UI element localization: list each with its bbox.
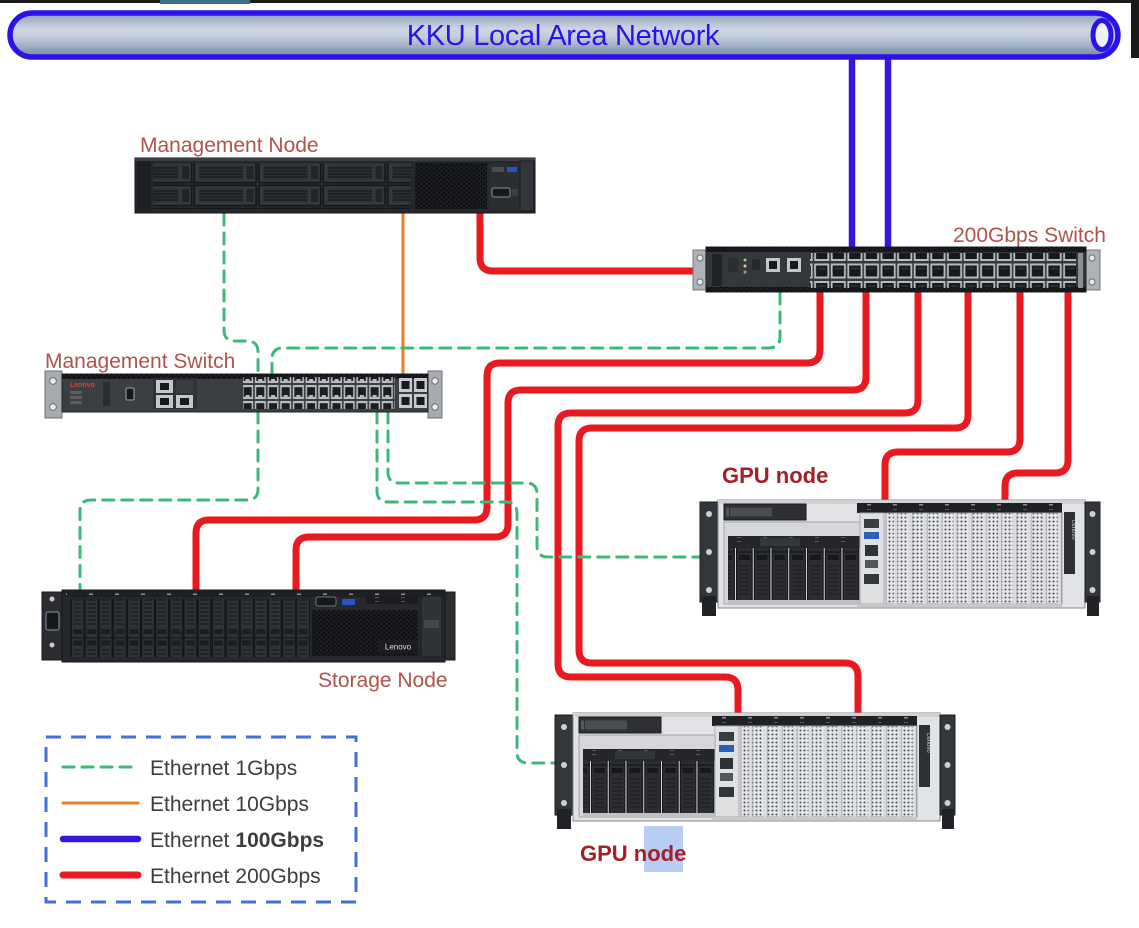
legend-border xyxy=(44,735,358,904)
gpu-node-top-label: GPU node xyxy=(722,463,828,488)
switch-200g-device xyxy=(692,246,1101,293)
gpu-node-top-device xyxy=(699,499,1101,617)
management-switch-logo: Lenovo xyxy=(70,382,95,389)
link-200gswitch-mgmtswitch-1g xyxy=(270,291,782,378)
storage-node-label: Storage Node xyxy=(318,669,448,692)
management-switch-sfp-ports xyxy=(399,378,427,408)
link-200gswitch-gpubottom-200g-2 xyxy=(575,288,972,724)
storage-front-vga xyxy=(315,596,337,607)
storage-brand-text: Lenovo xyxy=(385,643,412,652)
management-switch-rj45-ports xyxy=(243,377,395,409)
lan-cylinder: KKU Local Area Network xyxy=(7,10,1121,60)
right-edge-artifact xyxy=(1131,0,1139,58)
gpu-node-bottom-label: GPU node xyxy=(580,841,686,866)
management-switch-label: Management Switch xyxy=(45,350,235,373)
storage-drive-bays xyxy=(70,599,310,657)
lan-title: KKU Local Area Network xyxy=(407,20,720,52)
link-mgmtswitch-gpubottom-1g xyxy=(375,410,559,765)
link-200gswitch-gpubottom-200g-1 xyxy=(554,288,922,724)
switch-200g-brand-tab xyxy=(712,254,722,286)
link-200gswitch-gputop-200g-1 xyxy=(881,288,1024,510)
storage-brand-badge xyxy=(378,640,418,653)
storage-vga-port xyxy=(45,611,60,631)
storage-right-ear xyxy=(444,591,456,661)
connections xyxy=(78,51,1072,765)
management-node-usb-port xyxy=(507,167,517,172)
management-node-vga-port xyxy=(491,187,511,198)
lan-cylinder-endcap xyxy=(1090,18,1114,52)
storage-usb-port xyxy=(342,599,355,605)
management-node-drive-bays xyxy=(153,163,411,209)
link-mgmtswitch-gputop-1g xyxy=(386,410,704,559)
top-edge-artifact-accent xyxy=(160,0,250,4)
management-node-right-tab xyxy=(519,160,535,212)
storage-node-device: Lenovo xyxy=(41,589,456,663)
top-edge-artifact xyxy=(0,0,1139,3)
switch-200g-qsfp-ports xyxy=(810,253,1076,288)
switch-200g-label: 200Gbps Switch xyxy=(953,224,1106,247)
link-200gswitch-storage-200g-2 xyxy=(292,288,870,596)
management-switch-usb-port xyxy=(125,387,135,401)
management-node-left-tab xyxy=(137,161,151,211)
management-node-device xyxy=(134,157,536,214)
link-200gswitch-storage-200g-1 xyxy=(192,288,824,596)
link-mgmtnode-200gswitch-200g xyxy=(476,209,704,275)
management-node-label: Management Node xyxy=(140,134,319,157)
link-200gswitch-gputop-200g-2 xyxy=(1001,288,1072,510)
management-node-vent xyxy=(415,163,487,209)
management-switch-device: Lenovo xyxy=(44,370,443,419)
link-mgmtnode-mgmtswitch-1g xyxy=(222,212,260,378)
gpu-node-bottom-device xyxy=(554,712,956,830)
text-selection-highlight xyxy=(644,826,683,872)
link-mgmtswitch-storage-1g xyxy=(78,410,260,594)
